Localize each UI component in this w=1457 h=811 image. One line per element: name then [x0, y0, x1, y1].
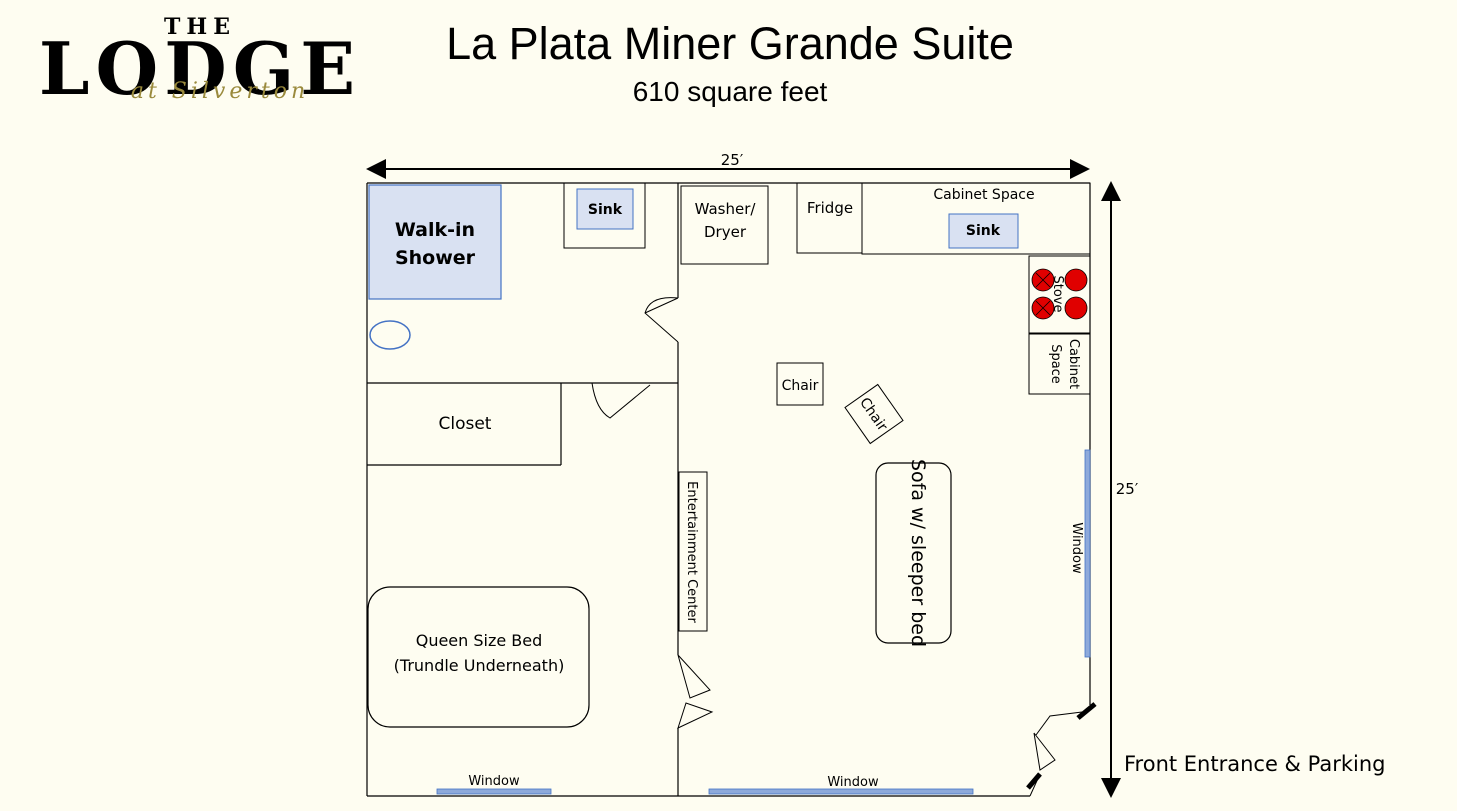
cabinet-space-side-label-1: Cabinet — [1066, 339, 1081, 389]
window-bottom-left — [436, 788, 552, 795]
entertainment-center — [678, 471, 708, 632]
logo-top-text: THE — [164, 14, 236, 40]
entrance-label: Front Entrance & Parking — [1124, 752, 1385, 776]
page-subtitle: 610 square feet — [632, 76, 828, 107]
entertainment-center-label: Entertainment Center — [684, 481, 699, 623]
cabinet-space-top-label: Cabinet Space — [933, 187, 1034, 203]
bath-sink-label: Sink — [588, 202, 623, 218]
entrance-door-marker-bottom — [1026, 772, 1042, 790]
window-bottom-right-label: Window — [827, 775, 879, 790]
sofa-label: Sofa w/ sleeper bed — [907, 459, 929, 647]
page-title: La Plata Miner Grande Suite — [446, 18, 1014, 69]
chair-1 — [776, 362, 824, 406]
queen-bed — [367, 586, 590, 728]
kitchen-sink-label: Sink — [966, 223, 1001, 239]
fridge-label: Fridge — [807, 199, 853, 217]
stove-label: Stove — [1050, 276, 1065, 313]
chair-2: Chair — [844, 383, 904, 445]
chair-1-label: Chair — [782, 378, 819, 394]
closet-label: Closet — [439, 414, 492, 434]
washer-dryer-label-1: Washer/ — [695, 200, 757, 218]
height-dimension-label: 25′ — [1116, 480, 1139, 498]
walk-in-shower-label-2: Shower — [395, 247, 476, 269]
door-swings — [591, 297, 1083, 771]
logo-script-text: at Silverton — [131, 79, 309, 104]
chair-2-label: Chair — [856, 395, 890, 435]
bath-sink-counter — [563, 182, 646, 249]
walk-in-shower — [368, 184, 502, 300]
window-bottom-right — [708, 788, 974, 795]
toilet — [369, 320, 411, 350]
stove — [1028, 255, 1091, 334]
bath-sink — [576, 188, 634, 230]
queen-bed-label-2: (Trundle Underneath) — [394, 656, 565, 675]
entrance-door-marker-top — [1076, 702, 1097, 720]
washer-dryer — [680, 185, 769, 265]
stove-burners — [1031, 268, 1088, 320]
queen-bed-label-1: Queen Size Bed — [416, 631, 543, 650]
window-right — [1084, 449, 1091, 658]
cabinet-space-side — [1028, 333, 1091, 395]
entrance-door-wall — [1029, 773, 1041, 797]
washer-dryer-label-2: Dryer — [704, 223, 747, 241]
kitchen-sink — [948, 213, 1019, 249]
walk-in-shower-label-1: Walk-in — [395, 219, 475, 241]
sofa — [875, 462, 952, 644]
logo-main-text: LODGE — [39, 26, 361, 111]
window-bottom-left-label: Window — [468, 774, 520, 789]
cabinet-space-side-label-2: Space — [1048, 344, 1063, 384]
cabinet-space-top — [861, 182, 1091, 255]
window-right-label: Window — [1069, 522, 1084, 574]
lodge-logo: THE LODGE at Silverton — [39, 14, 361, 111]
fridge — [796, 182, 863, 254]
width-dimension-label: 25′ — [721, 151, 744, 169]
